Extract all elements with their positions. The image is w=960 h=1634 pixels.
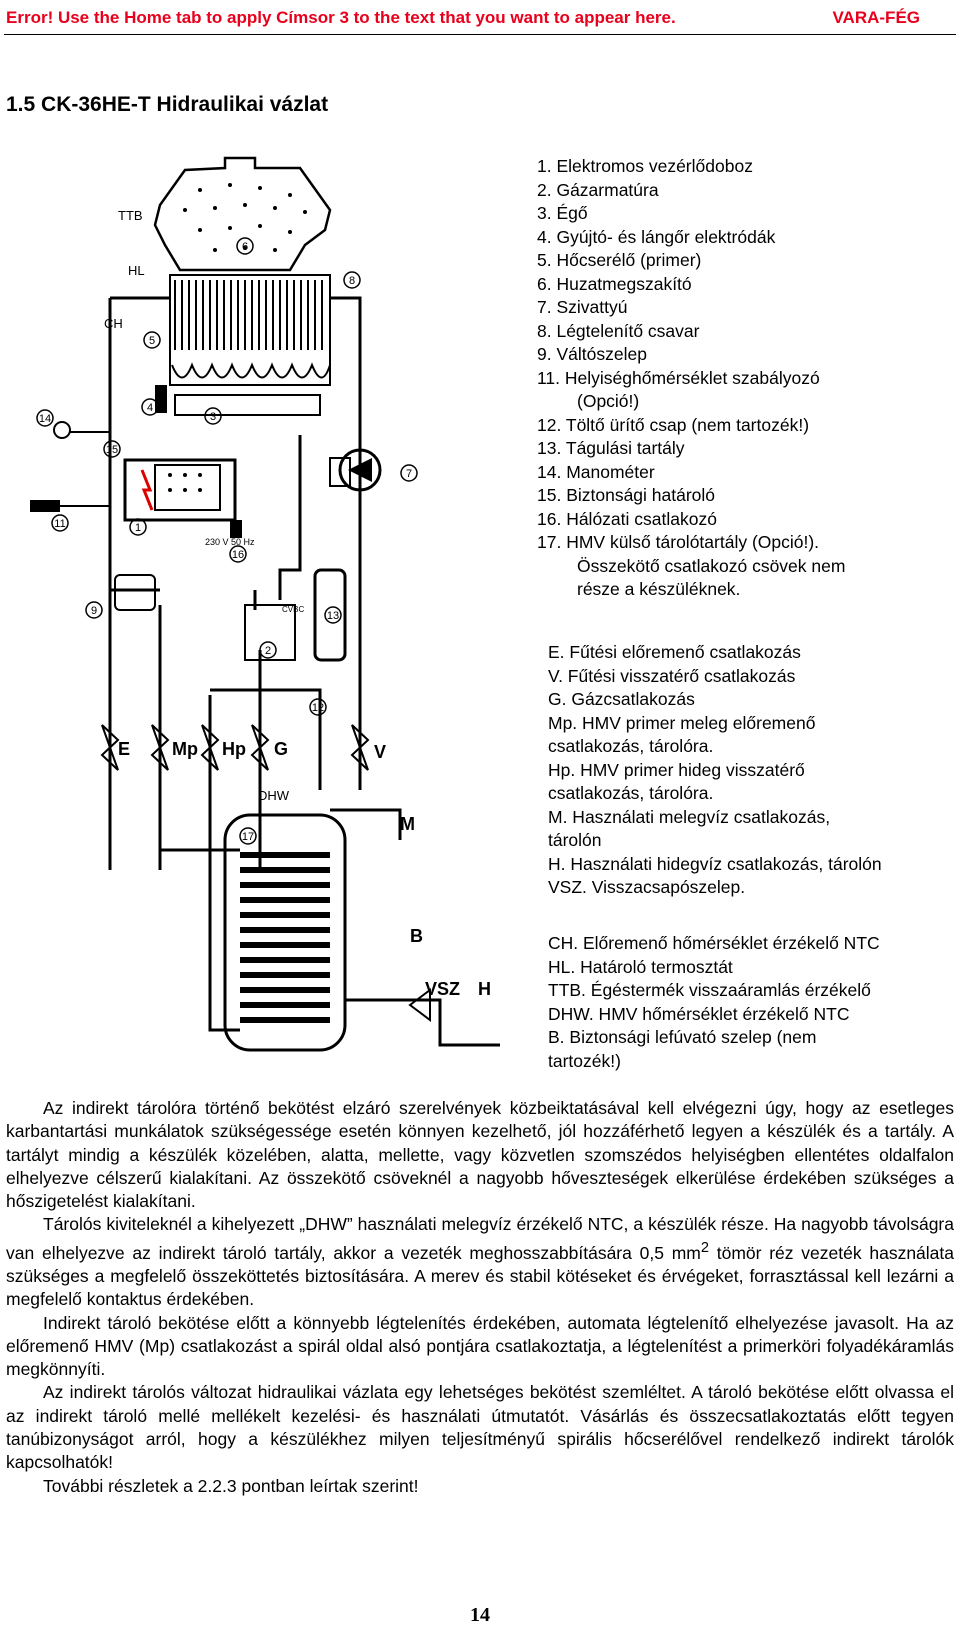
- label-Hp: Hp: [222, 739, 246, 759]
- label-V: V: [374, 742, 386, 762]
- marker-8: 8: [349, 275, 355, 287]
- legend-components: 1. Elektromos vezérlődoboz 2. Gázarmatúr…: [537, 155, 845, 602]
- paragraph: Az indirekt tárolós változat hidraulikai…: [6, 1382, 954, 1473]
- legend-item: 2. Gázarmatúra: [537, 179, 659, 200]
- legend-item: HL. Határoló termosztát: [548, 956, 733, 977]
- legend-connections: E. Fűtési előremenő csatlakozás V. Fűtés…: [548, 641, 882, 900]
- legend-sensors: CH. Előremenő hőmérséklet érzékelő NTC H…: [548, 932, 880, 1073]
- label-hl: HL: [128, 263, 145, 278]
- marker-11: 11: [54, 518, 65, 530]
- label-G: G: [274, 739, 288, 759]
- label-dhw: DHW: [258, 788, 290, 803]
- marker-12: 12: [312, 702, 324, 714]
- label-VSZ: VSZ: [425, 979, 460, 999]
- legend-item: H. Használati hidegvíz csatlakozás, táro…: [548, 853, 882, 874]
- body-text: Az indirekt tárolóra történő bekötést el…: [6, 1097, 954, 1498]
- legend-item: TTB. Égéstermék visszaáramlás érzékelő: [548, 980, 871, 1000]
- header-brand: VARA-FÉG: [832, 8, 920, 27]
- header-divider: [4, 34, 956, 35]
- legend-item: 13. Tágulási tartály: [537, 438, 685, 458]
- marker-6: 6: [242, 241, 248, 253]
- paragraph-part: tömör réz vezeték használata szükséges a…: [6, 1242, 954, 1310]
- legend-item: Mp. HMV primer meleg előremenő: [548, 712, 816, 733]
- hydraulic-diagram: TTB HL CH DHW 230 V 50 Hz CVBC E Mp Hp G…: [30, 156, 500, 1052]
- legend-item: Hp. HMV primer hideg visszatérő: [548, 759, 805, 780]
- legend-item: VSZ. Visszacsapószelep.: [548, 877, 746, 897]
- paragraph-part: Tárolós kiviteleknél a kihelyezett „DHW”…: [6, 1214, 954, 1263]
- label-B: B: [410, 926, 423, 946]
- legend-item: tartozék!): [548, 1050, 621, 1071]
- page-number: 14: [470, 1604, 490, 1626]
- legend-item: DHW. HMV hőmérséklet érzékelő NTC: [548, 1003, 850, 1024]
- legend-item: 8. Légtelenítő csavar: [537, 320, 700, 341]
- label-M: M: [400, 814, 415, 834]
- marker-3: 3: [210, 411, 216, 423]
- legend-item: 17. HMV külső tárolótartály (Opció!).: [537, 532, 820, 552]
- paragraph: Indirekt tároló bekötése előtt a könnyeb…: [6, 1312, 954, 1380]
- label-ch: CH: [104, 316, 123, 331]
- legend-item: CH. Előremenő hőmérséklet érzékelő NTC: [548, 933, 880, 953]
- legend-item: G. Gázcsatlakozás: [548, 689, 695, 709]
- marker-2: 2: [265, 645, 271, 657]
- legend-item: tárolón: [548, 830, 602, 850]
- label-voltage: 230 V 50 Hz: [205, 537, 255, 547]
- legend-item: 7. Szivattyú: [537, 297, 628, 317]
- legend-item: B. Biztonsági lefúvató szelep (nem: [548, 1027, 817, 1047]
- label-Mp: Mp: [172, 739, 198, 759]
- marker-9: 9: [91, 605, 97, 617]
- legend-item: 9. Váltószelep: [537, 344, 647, 364]
- paragraph: Tárolós kiviteleknél a kihelyezett „DHW”…: [6, 1213, 954, 1311]
- marker-5: 5: [149, 335, 155, 347]
- label-ttb: TTB: [118, 208, 143, 223]
- marker-16: 16: [232, 549, 244, 561]
- marker-4: 4: [147, 402, 153, 414]
- legend-item: E. Fűtési előremenő csatlakozás: [548, 642, 801, 662]
- legend-item: 3. Égő: [537, 203, 588, 223]
- section-title: 1.5 CK-36HE-T Hidraulikai vázlat: [6, 93, 329, 116]
- legend-item: 1. Elektromos vezérlődoboz: [537, 156, 753, 176]
- marker-14: 14: [39, 413, 51, 425]
- legend-item: M. Használati melegvíz csatlakozás,: [548, 806, 831, 827]
- header-chapter-title: Error! Use the Home tab to apply Címsor …: [6, 8, 676, 27]
- legend-item: 15. Biztonsági határoló: [537, 485, 716, 505]
- label-H: H: [478, 979, 491, 999]
- label-E: E: [118, 739, 130, 759]
- marker-7: 7: [406, 468, 412, 480]
- legend-item: 4. Gyújtó- és lángőr elektródák: [537, 226, 776, 247]
- legend-item: Összekötő csatlakozó csövek nem: [577, 555, 846, 576]
- legend-item: (Opció!): [577, 391, 640, 411]
- marker-13: 13: [327, 610, 339, 622]
- legend-item: 12. Töltő ürítő csap (nem tartozék!): [537, 414, 810, 435]
- superscript: 2: [700, 1239, 709, 1256]
- paragraph: Az indirekt tárolóra történő bekötést el…: [6, 1098, 954, 1212]
- paragraph: További részletek a 2.2.3 pontban leírta…: [43, 1475, 419, 1496]
- legend-item: V. Fűtési visszatérő csatlakozás: [548, 665, 796, 686]
- legend-item: 6. Huzatmegszakító: [537, 273, 692, 294]
- legend-item: 14. Manométer: [537, 461, 655, 482]
- legend-item: 16. Hálózati csatlakozó: [537, 508, 717, 529]
- legend-item: része a készüléknek.: [577, 579, 741, 599]
- legend-item: 5. Hőcserélő (primer): [537, 250, 702, 270]
- marker-17: 17: [242, 831, 254, 843]
- legend-item: 11. Helyiséghőmérséklet szabályozó: [537, 367, 820, 388]
- marker-15: 15: [106, 444, 118, 456]
- legend-item: csatlakozás, tárolóra.: [548, 783, 714, 803]
- legend-item: csatlakozás, tárolóra.: [548, 736, 714, 756]
- marker-1: 1: [135, 522, 141, 534]
- label-cvbc: CVBC: [282, 605, 304, 614]
